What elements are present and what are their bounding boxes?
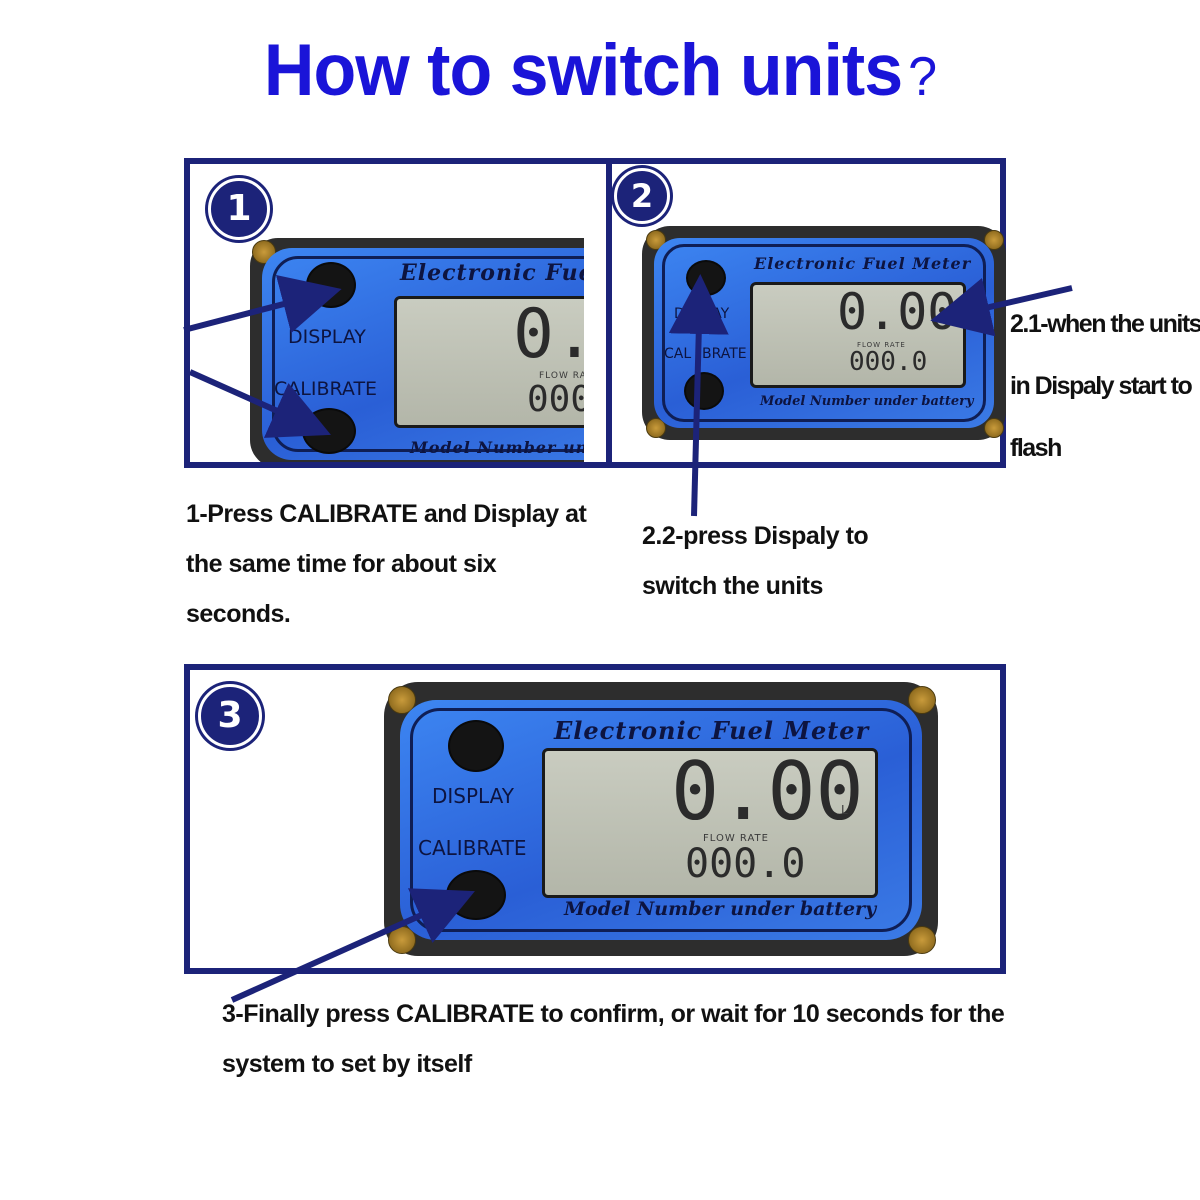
note-line: seconds. [186,600,291,628]
flow-reading: 000 [527,379,584,420]
title-question-mark: ? [908,46,937,108]
step1-badge: 1 [208,178,270,240]
main-reading: 0.0 [513,296,584,374]
calibrate-button[interactable] [684,372,724,410]
note-line: 1-Press CALIBRATE and Display at [186,500,587,528]
display-label: DISPLAY [432,784,515,808]
title-text: How to switch units [263,29,903,111]
meter-brand: Electronic Fue [400,260,584,286]
note-line: switch the units [642,572,823,600]
page-title: How to switch units? [0,28,1200,112]
step2-badge: 2 [614,168,670,224]
flow-reading: 000.0 [685,841,806,887]
note-line: the same time for about six [186,550,497,578]
calibrate-label: CALIBRATE [418,836,527,860]
note-line: system to set by itself [222,1050,472,1078]
calibrate-label-left: CAL [664,346,692,362]
meter-footer: Model Number und [410,438,584,457]
screw [908,926,936,954]
meter-brand: Electronic Fuel Meter [754,254,972,273]
lcd-screen: 0.00 L FLOW RATE 000.0 [542,748,878,898]
step3-meter: Electronic Fuel Meter DISPLAY CALIBRATE … [384,682,938,956]
display-button[interactable] [448,720,504,772]
note-line: 2.2-press Dispaly to [642,522,869,550]
step3-frame [184,664,1006,974]
note-line: 2.1-when the units [1010,310,1200,338]
calibrate-label-right: BRATE [702,346,747,362]
note-line: 3-Finally press CALIBRATE to confirm, or… [222,1000,1005,1028]
step3-badge: 3 [198,684,262,748]
arrow-to-display-button-2 [668,274,729,517]
arrow-to-calibrate-button-3 [230,888,475,1003]
unit-label: L [841,803,849,817]
flow-reading: 000.0 [849,347,928,377]
lcd-screen: 0.0 FLOW RATE 000 [394,296,584,428]
meter-face-border [272,256,584,452]
main-reading: 0.00 [671,748,864,838]
screw [984,230,1004,250]
note-line: in Dispaly start to [1010,372,1193,400]
arrow-to-unit-display [930,277,1073,337]
arrow-to-display-button [183,275,342,334]
flow-rate-label: FLOW RATE [857,341,906,349]
note-line: flash [1010,434,1062,462]
meter-footer: Model Number under battery [760,394,974,409]
meter-face-border [410,708,912,932]
screw [984,418,1004,438]
meter-brand: Electronic Fuel Meter [554,716,870,745]
arrow-to-calibrate-button [188,369,331,438]
panel-divider [606,164,612,462]
screw [908,686,936,714]
flow-rate-label: FLOW RATE [539,371,584,381]
screw [646,418,666,438]
flow-rate-label: FLOW RATE [703,833,769,844]
meter-footer: Model Number under battery [564,898,877,920]
